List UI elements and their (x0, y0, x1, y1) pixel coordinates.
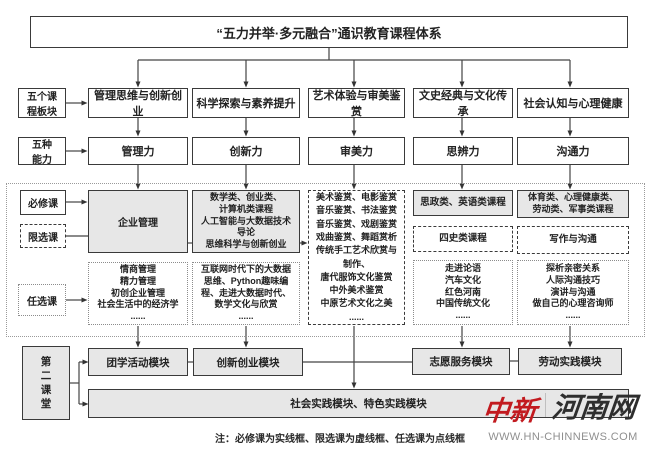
required-course-box-2: 数学类、创业类、 计算机类课程 人工智能与大数据技术 导论 思维科学与创新创业 (192, 190, 300, 253)
module-box-1: 团学活动模块 (88, 348, 188, 376)
required-label: 必修课 (20, 190, 66, 215)
ability-box-3: 审美力 (308, 137, 405, 165)
ability-box-1: 管理力 (88, 137, 188, 165)
elective-course-box-4: 走进论语 汽车文化 红色河南 中国传统文化 ...... (413, 260, 513, 325)
limited-course-box-5: 写作与沟通 (517, 226, 629, 254)
elective-label: 任选课 (18, 284, 66, 316)
plates-row-label: 五个课 程板块 (18, 88, 66, 118)
ability-box-4: 思辨力 (413, 137, 513, 165)
module-box-2: 创新创业模块 (193, 348, 303, 376)
plate-box-1: 管理思维与创新创业 (88, 88, 188, 118)
plate-box-3: 艺术体验与审美鉴赏 (308, 88, 405, 118)
course-type-frame (6, 183, 645, 337)
watermark-logo-right: 河南网 (550, 392, 638, 423)
watermark-url: WWW.HN-CHINNEWS.COM (488, 431, 638, 443)
elective-course-box-5: 探析亲密关系 人际沟通技巧 演讲与沟通 做自己的心理咨询师 ...... (517, 260, 629, 325)
required-course-box-5: 体育类、心理健康类、 劳动类、军事类课程 (517, 190, 629, 218)
required-course-box-1: 企业管理 (88, 190, 188, 253)
abilities-row-label: 五种 能力 (18, 137, 66, 166)
limited-label: 限选课 (20, 224, 66, 248)
module-box-4: 劳动实践模块 (518, 348, 622, 375)
plate-box-2: 科学探索与素养提升 (192, 88, 300, 118)
diagram-title: “五力并举·多元融合”通识教育课程体系 (30, 16, 628, 48)
second-classroom-label: 第 二 课 堂 (22, 346, 70, 420)
limited-course-box-4: 四史类课程 (413, 226, 513, 252)
elective-course-box-2: 互联网时代下的大数据 思维、Python趣味编 程、走进大数据时代、 数学文化与… (192, 262, 300, 325)
required-course-box-4: 思政类、英语类课程 (413, 190, 513, 216)
watermark-logo-left: 中新 (481, 396, 539, 426)
limited-course-box-3: 美术鉴赏、电影鉴赏 音乐鉴赏、书法鉴赏 音乐鉴赏、戏剧鉴赏 戏曲鉴赏、舞蹈赏析 … (308, 190, 405, 325)
ability-box-2: 创新力 (192, 137, 300, 165)
module-box-3: 志愿服务模块 (412, 348, 510, 375)
wide-practice-module-box: 社会实践模块、特色实践模块 (88, 389, 629, 418)
plate-box-4: 文史经典与文化传承 (413, 88, 513, 118)
elective-course-box-1: 情商管理 精力管理 初创企业管理 社会生活中的经济学 ...... (88, 262, 188, 325)
legend-note: 注：必修课为实线框、限选课为虚线框、任选课为点线框 (215, 434, 465, 445)
plate-box-5: 社会认知与心理健康 (517, 88, 629, 118)
watermark-divider (545, 393, 546, 417)
ability-box-5: 沟通力 (517, 137, 629, 165)
